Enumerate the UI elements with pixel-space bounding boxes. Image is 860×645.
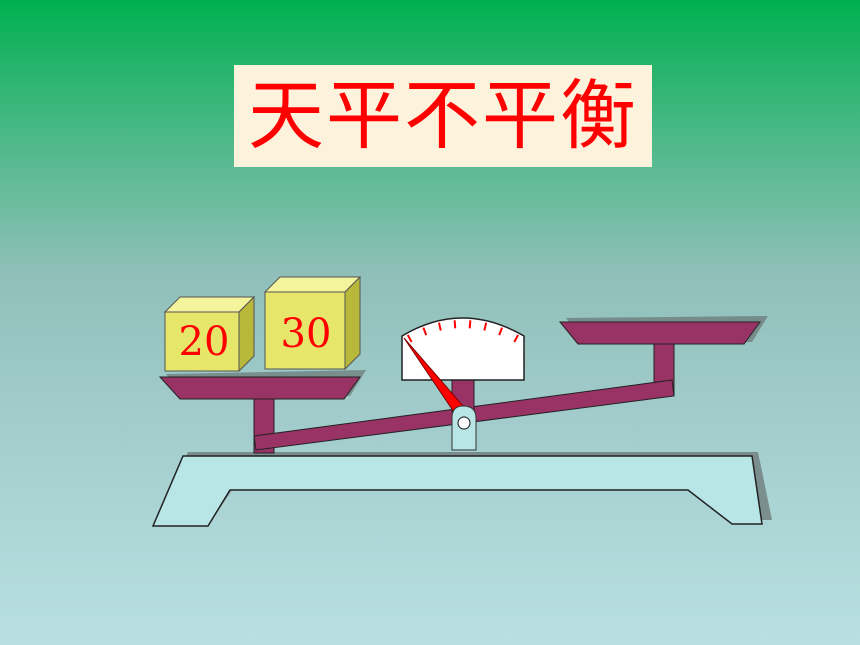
- pivot-hole: [457, 416, 471, 430]
- dial-tick: [468, 320, 472, 329]
- weight-30: 30: [263, 275, 362, 371]
- dial-tick: [406, 334, 413, 343]
- weight-30-top: [263, 276, 362, 293]
- dial-tick: [483, 322, 488, 331]
- dial-tick: [513, 334, 519, 343]
- left-pan: [158, 376, 361, 400]
- scale-base: [151, 455, 763, 527]
- page-title: 天平不平衡: [248, 71, 638, 160]
- dial-tick: [498, 327, 504, 336]
- weight-20-front: [164, 311, 240, 372]
- dial-tick: [422, 327, 428, 336]
- dial-tick: [437, 322, 442, 331]
- weight-20-label: 20: [179, 319, 230, 365]
- weight-30-front: [264, 291, 346, 370]
- dial-ticks: [406, 320, 519, 343]
- title-box: 天平不平衡: [234, 65, 652, 167]
- weight-30-label: 30: [281, 311, 332, 357]
- dial-tick: [453, 320, 457, 329]
- weight-20: 20: [163, 295, 256, 373]
- weight-30-side: [344, 275, 361, 371]
- dial-face: [401, 317, 525, 381]
- right-pan: [558, 321, 761, 345]
